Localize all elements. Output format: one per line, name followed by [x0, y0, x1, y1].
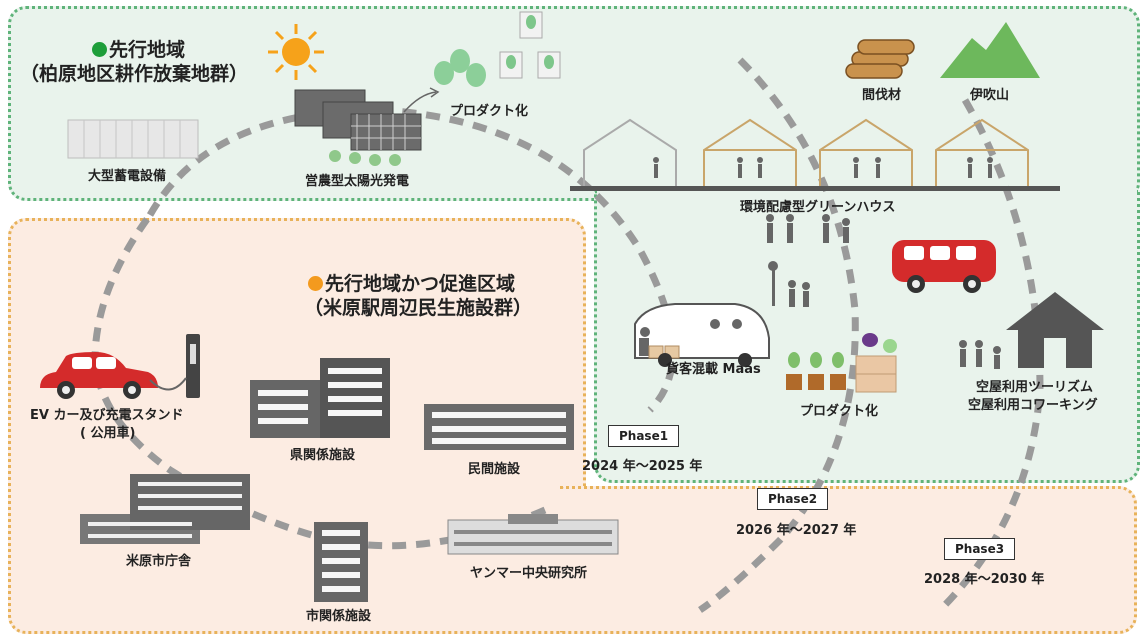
- seedling-icon: [786, 352, 846, 390]
- greenhouse-icon: [570, 118, 1060, 191]
- house-icon: [1006, 292, 1104, 368]
- building-icon: [80, 474, 250, 544]
- people-icon: [766, 214, 850, 243]
- greenhouse-label: 環境配慮型グリーンハウス: [740, 200, 896, 215]
- people-icon: [959, 340, 1001, 369]
- phase2-path: [698, 57, 859, 613]
- ibuki-label: 伊吹山: [970, 88, 1010, 103]
- vacant-coworking-label: 空屋利用コワーキング: [968, 398, 1098, 413]
- ev-car-icon: [40, 352, 158, 399]
- solar-panel-icon: [294, 89, 422, 166]
- advanced-zone-title: 先行地域: [92, 38, 185, 62]
- building-icon: [424, 404, 574, 450]
- solar-label: 営農型太陽光発電: [305, 174, 410, 189]
- van-icon: [892, 240, 996, 293]
- timber-label: 間伐材: [862, 88, 902, 103]
- city-hall-label: 米原市庁舎: [126, 554, 192, 569]
- phase1-badge: Phase1: [608, 425, 680, 447]
- maas-van-icon: [634, 303, 770, 367]
- phase1-years: 2024 年～2025 年: [582, 459, 703, 474]
- advanced-zone-subtitle: （柏原地区耕作放棄地群）: [20, 63, 249, 85]
- box-icon: [855, 333, 897, 393]
- leaf-icon: [434, 49, 486, 87]
- maas-label: 貨客混載 Maas: [666, 362, 761, 377]
- ev-label-line2: ( 公用車): [80, 426, 136, 441]
- phase2-badge: Phase2: [757, 488, 829, 510]
- ev-label-line1: EV カー及び充電スタンド: [30, 408, 184, 423]
- orange-dot-icon: [308, 276, 323, 291]
- product-package-icon: [499, 11, 561, 79]
- phase3-badge: Phase3: [944, 538, 1016, 560]
- battery-icon: [67, 119, 199, 159]
- mountain-icon: [940, 22, 1040, 78]
- battery-label: 大型蓄電設備: [88, 169, 167, 184]
- sun-icon: [268, 24, 324, 80]
- product-top-label: プロダクト化: [450, 104, 529, 119]
- vacant-tourism-label: 空屋利用ツーリズム: [976, 380, 1094, 395]
- promotion-zone-subtitle: （米原駅周辺民生施設群）: [304, 297, 533, 319]
- product-bottom-label: プロダクト化: [800, 404, 879, 419]
- promotion-zone-bottom: [560, 486, 1137, 634]
- advanced-zone: [8, 6, 1140, 201]
- yanmar-label: ヤンマー中央研究所: [470, 566, 588, 581]
- city-facility-label: 市関係施設: [306, 609, 372, 624]
- log-icon: [845, 39, 915, 79]
- phase3-years: 2028 年～2030 年: [924, 572, 1045, 587]
- promotion-zone-title: 先行地域かつ促進区域: [308, 272, 515, 296]
- building-icon: [250, 358, 390, 438]
- green-dot-icon: [92, 42, 107, 57]
- building-icon: [314, 522, 368, 602]
- building-icon: [447, 514, 619, 555]
- arrow-icon: [403, 87, 440, 113]
- phase2-years: 2026 年～2027 年: [736, 523, 857, 538]
- people-icon: [768, 261, 810, 307]
- charging-station-icon: [149, 334, 200, 398]
- private-label: 民間施設: [468, 462, 521, 477]
- prefecture-label: 県関係施設: [290, 448, 356, 463]
